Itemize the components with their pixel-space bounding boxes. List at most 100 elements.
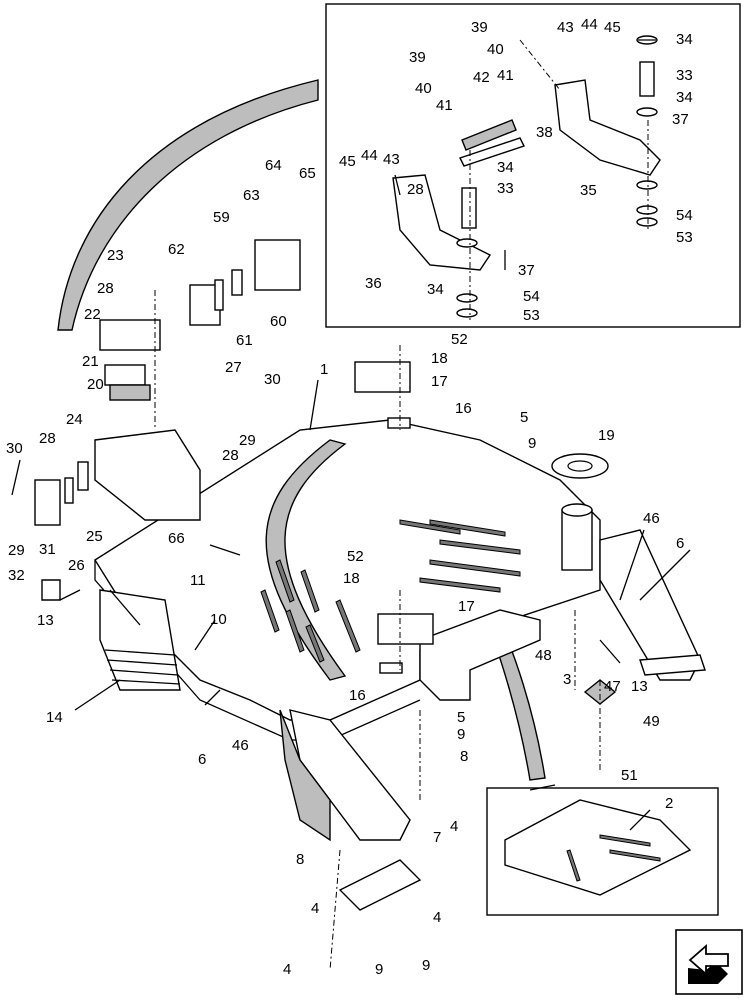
callout-22: 22	[84, 306, 101, 323]
curved-rail	[57, 79, 319, 331]
callout-27: 27	[225, 359, 242, 376]
callout-31: 31	[39, 541, 56, 558]
callout-29: 29	[8, 542, 25, 559]
callout-52: 52	[451, 331, 468, 348]
callout-19: 19	[598, 427, 615, 444]
pedestal-tube	[561, 509, 593, 571]
callout-9: 9	[457, 726, 465, 743]
top-plate-17	[354, 361, 411, 393]
callout-8: 8	[460, 748, 468, 765]
callout-9: 9	[528, 435, 536, 452]
callout-14: 14	[46, 709, 63, 726]
plate-20	[109, 384, 151, 401]
callout-65: 65	[299, 165, 316, 182]
callout-13: 13	[37, 612, 54, 629]
callout-46: 46	[232, 737, 249, 754]
callout-40: 40	[487, 41, 504, 58]
strip-61	[214, 279, 224, 311]
callout-45: 45	[339, 153, 356, 170]
callout-6: 6	[676, 535, 684, 552]
callout-43: 43	[557, 19, 574, 36]
callout-48: 48	[535, 647, 552, 664]
return-arrow-icon[interactable]	[675, 929, 743, 995]
step-ladder	[99, 589, 181, 691]
callout-42: 42	[473, 69, 490, 86]
plate-26	[34, 479, 61, 526]
callout-4: 4	[311, 900, 319, 917]
callout-33: 33	[497, 180, 514, 197]
lower-support-shadow	[279, 709, 331, 842]
callout-47: 47	[604, 678, 621, 695]
callout-43: 43	[383, 151, 400, 168]
callout-20: 20	[87, 376, 104, 393]
callout-8: 8	[296, 851, 304, 868]
callout-4: 4	[283, 961, 291, 978]
callout-5: 5	[457, 709, 465, 726]
right-leg	[599, 529, 701, 681]
callout-29: 29	[239, 432, 256, 449]
callout-37: 37	[518, 262, 535, 279]
callout-11: 11	[190, 572, 206, 589]
plate-22	[99, 319, 161, 351]
callout-6: 6	[198, 751, 206, 768]
clip-31	[41, 579, 61, 601]
callout-3: 3	[563, 671, 571, 688]
callout-4: 4	[450, 818, 458, 835]
callout-33: 33	[676, 67, 693, 84]
assembly-lines	[154, 39, 649, 971]
callout-18: 18	[343, 570, 360, 587]
callout-49: 49	[643, 713, 660, 730]
callout-9: 9	[375, 961, 383, 978]
inset-platform	[504, 799, 692, 896]
left-frame	[94, 429, 201, 521]
block-60	[231, 269, 243, 296]
callout-54: 54	[523, 288, 540, 305]
callout-37: 37	[672, 111, 689, 128]
callout-61: 61	[236, 332, 253, 349]
callout-34: 34	[497, 159, 514, 176]
callout-23: 23	[107, 247, 124, 264]
shim-16	[387, 417, 411, 429]
callout-54: 54	[676, 207, 693, 224]
callout-53: 53	[523, 307, 540, 324]
callout-39: 39	[471, 19, 488, 36]
callout-52: 52	[347, 548, 364, 565]
callout-28: 28	[39, 430, 56, 447]
callout-41: 41	[497, 67, 514, 84]
clamp-7	[338, 859, 422, 911]
callout-2: 2	[665, 795, 673, 812]
detail-inset-frame	[325, 3, 741, 328]
plate-3	[583, 679, 617, 705]
callout-41: 41	[436, 97, 453, 114]
callout-7: 7	[433, 829, 441, 846]
callout-5: 5	[520, 409, 528, 426]
strip-25	[64, 477, 74, 504]
leader-lines	[11, 39, 691, 831]
platform-channel	[265, 439, 347, 681]
callout-25: 25	[86, 528, 103, 545]
callout-30: 30	[6, 440, 23, 457]
callouts: 1 2 3 4 4 4 4 5 5 6 6 7 8 8 9 9 9 9 10 1…	[6, 16, 693, 978]
callout-62: 62	[168, 241, 185, 258]
callout-1: 1	[320, 361, 328, 378]
callout-45: 45	[604, 19, 621, 36]
callout-34: 34	[676, 31, 693, 48]
callout-10: 10	[210, 611, 227, 628]
callout-46: 46	[643, 510, 660, 527]
block-24	[77, 461, 89, 491]
callout-17: 17	[431, 373, 448, 390]
callout-44: 44	[361, 147, 378, 164]
platform-slots	[260, 519, 521, 663]
pedestal-top	[561, 503, 593, 517]
callout-4: 4	[433, 909, 441, 926]
callout-60: 60	[270, 313, 287, 330]
callout-40: 40	[415, 80, 432, 97]
callout-66: 66	[168, 530, 185, 547]
callout-28: 28	[407, 181, 424, 198]
callout-53: 53	[676, 229, 693, 246]
callout-28: 28	[97, 280, 114, 297]
callout-13: 13	[631, 678, 648, 695]
shim-16b	[379, 662, 403, 674]
callout-36: 36	[365, 275, 382, 292]
callout-24: 24	[66, 411, 83, 428]
